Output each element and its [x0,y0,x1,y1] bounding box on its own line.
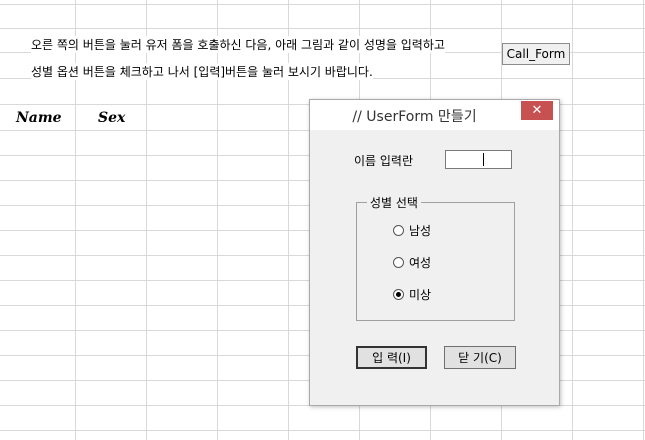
close-button[interactable]: 닫 기(C) [444,346,516,369]
radio-button-checked-icon[interactable] [393,288,404,300]
grid-row-line [0,4,645,5]
header-cell-sex[interactable]: Sex [98,110,126,126]
radio-label: 남성 [409,223,432,238]
grid-column-line [146,0,147,440]
dialog-title: // UserForm 만들기 [352,109,477,125]
radio-option-female[interactable]: 여성 [393,254,431,270]
grid-column-line [288,0,289,440]
grid-column-line [572,0,573,440]
grid-row-line [0,28,645,29]
name-input[interactable] [445,150,512,169]
call-form-button[interactable]: Call_Form [502,43,570,65]
input-button[interactable]: 입 력(I) [356,346,427,369]
instruction-line-2: 성별 옵션 버튼을 체크하고 나서 [입력]버튼을 눌러 보시기 바랍니다. [31,63,373,80]
close-icon[interactable]: ✕ [521,101,553,120]
header-cell-name[interactable]: Name [16,110,62,126]
radio-option-male[interactable]: 남성 [393,222,431,238]
gender-groupbox: 성별 선택 남성 여성 미상 [356,194,515,321]
instruction-line-1: 오른 쪽의 버튼을 눌러 유저 폼을 호출하신 다음, 아래 그림과 같이 성명… [31,36,445,53]
text-caret [483,153,484,166]
name-label: 이름 입력란 [354,154,414,168]
grid-row-line [0,430,645,431]
dialog-titlebar[interactable]: // UserForm 만들기 ✕ [310,100,559,130]
grid-column-line [643,0,644,440]
radio-label: 미상 [409,287,432,302]
radio-option-unknown[interactable]: 미상 [393,286,431,302]
gender-group-title: 성별 선택 [367,194,421,211]
userform-dialog: // UserForm 만들기 ✕ 이름 입력란 성별 선택 남성 여성 미상 … [309,99,560,406]
radio-label: 여성 [409,255,432,270]
radio-button-icon[interactable] [393,224,404,236]
radio-button-icon[interactable] [393,256,404,268]
grid-column-line [75,0,76,440]
grid-column-line [217,0,218,440]
